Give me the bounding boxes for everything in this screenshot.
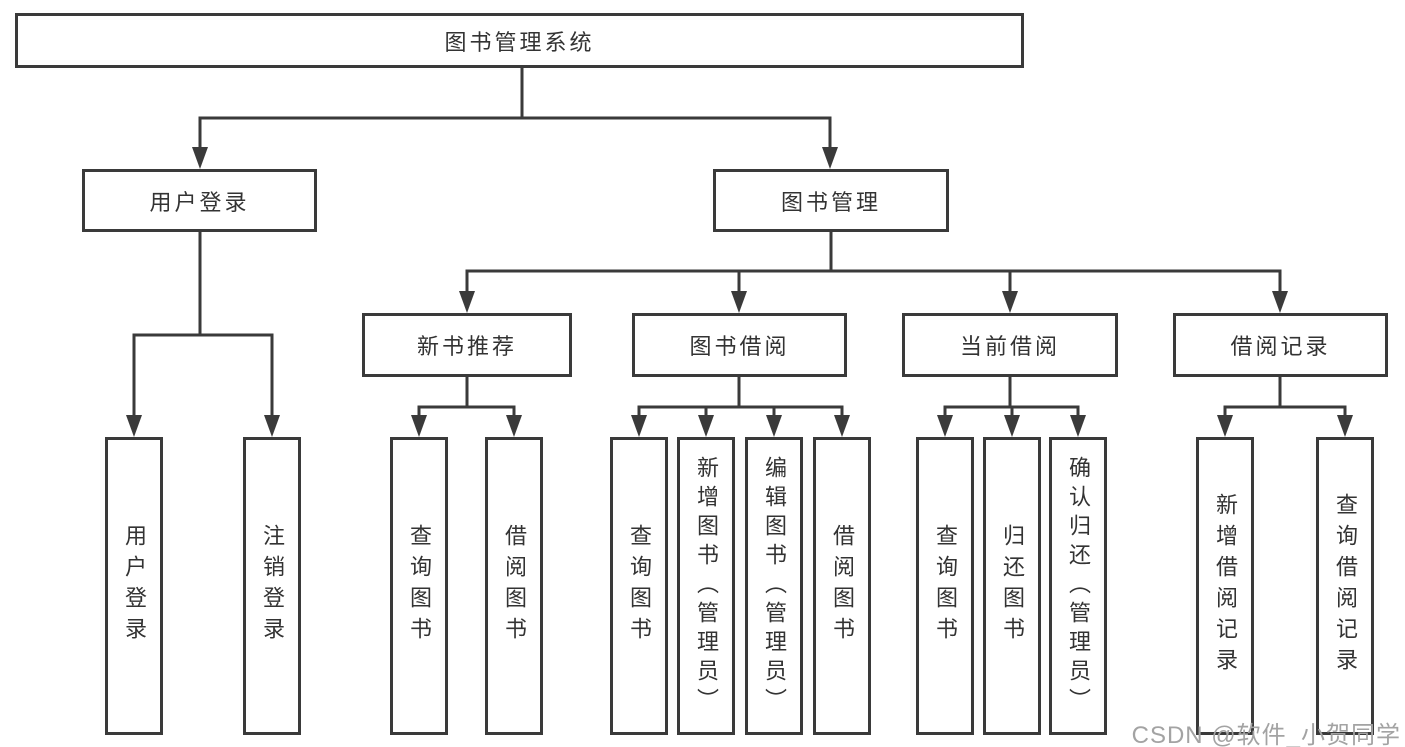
leaf-query-books-current-label: 查询图书	[933, 524, 958, 648]
leaf-query-books-borrowing-label: 查询图书	[627, 524, 652, 648]
leaf-borrow-books-recommend: 借阅图书	[485, 437, 543, 735]
node-user-login: 用户登录	[82, 169, 317, 232]
node-book-management: 图书管理	[713, 169, 949, 232]
leaf-confirm-return-admin: 确认归还（管理员）	[1049, 437, 1107, 735]
leaf-add-books-admin: 新增图书（管理员）	[677, 437, 735, 735]
leaf-add-books-admin-label: 新增图书（管理员）	[694, 455, 719, 717]
node-new-book-recommendation: 新书推荐	[362, 313, 572, 377]
leaf-logout-label: 注销登录	[260, 524, 285, 648]
leaf-return-books: 归还图书	[983, 437, 1041, 735]
leaf-borrow-books-borrowing-label: 借阅图书	[830, 524, 855, 648]
leaf-borrow-books-borrowing: 借阅图书	[813, 437, 871, 735]
leaf-add-borrow-record: 新增借阅记录	[1196, 437, 1254, 735]
node-library-management-system: 图书管理系统	[15, 13, 1024, 68]
arrowhead-icons	[126, 147, 1353, 437]
leaf-logout: 注销登录	[243, 437, 301, 735]
leaf-borrow-books-recommend-label: 借阅图书	[502, 524, 527, 648]
leaf-query-books-current: 查询图书	[916, 437, 974, 735]
leaf-return-books-label: 归还图书	[1000, 524, 1025, 648]
leaf-edit-books-admin: 编辑图书（管理员）	[745, 437, 803, 735]
leaf-query-books-recommend: 查询图书	[390, 437, 448, 735]
leaf-user-login-label: 用户登录	[122, 524, 147, 648]
leaf-add-borrow-record-label: 新增借阅记录	[1213, 493, 1238, 679]
node-book-borrowing: 图书借阅	[632, 313, 847, 377]
leaf-confirm-return-admin-label: 确认归还（管理员）	[1066, 455, 1091, 717]
node-borrowing-records: 借阅记录	[1173, 313, 1388, 377]
leaf-query-books-recommend-label: 查询图书	[407, 524, 432, 648]
leaf-query-borrow-record: 查询借阅记录	[1316, 437, 1374, 735]
leaf-user-login: 用户登录	[105, 437, 163, 735]
leaf-edit-books-admin-label: 编辑图书（管理员）	[762, 455, 787, 717]
watermark-text: CSDN @软件_小贺同学	[1131, 722, 1401, 747]
leaf-query-books-borrowing: 查询图书	[610, 437, 668, 735]
node-current-borrowing: 当前借阅	[902, 313, 1118, 377]
leaf-query-borrow-record-label: 查询借阅记录	[1333, 493, 1358, 679]
